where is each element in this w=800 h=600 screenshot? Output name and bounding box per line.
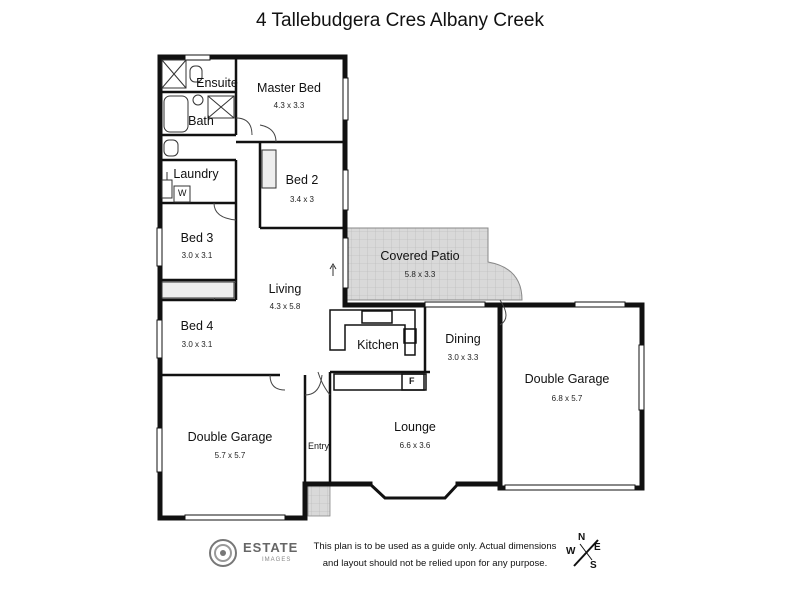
entry-label: Entry [308,441,330,451]
interior-walls [160,57,430,484]
entry-tile [307,483,331,517]
direction-arrow [329,263,337,276]
compass-s: S [590,560,597,571]
master-bed-label: Master Bed [257,81,321,95]
compass-n: N [578,532,586,543]
covered-patio-area [344,227,523,301]
bath-label: Bath [188,114,214,128]
kitchen-bench [329,309,427,391]
plan-title: 4 Tallebudgera Cres Albany Creek [256,10,544,31]
dining-dims: 3.0 x 3.3 [447,353,479,362]
bed4-label: Bed 4 [180,319,214,333]
compass-icon [573,539,599,567]
lounge-label: Lounge [394,420,436,434]
ensuite-label: Ensuite [196,76,238,90]
doors [213,117,507,396]
logo-name: ESTATE [243,540,299,555]
disclaimer-line-1: This plan is to be used as a guide only.… [313,541,557,552]
compass-e: E [594,542,601,553]
double-garage-left-label: Double Garage [187,430,273,444]
logo-sub: IMAGES [262,557,292,563]
living-dims: 4.3 x 5.8 [269,302,301,311]
bed4-dims: 3.0 x 3.1 [181,340,213,349]
double-garage-left-dims: 5.7 x 5.7 [214,451,246,460]
windows [156,54,645,521]
covered-patio-dims: 5.8 x 3.3 [404,270,436,279]
bed2-dims: 3.4 x 3 [289,195,314,204]
disclaimer: This plan is to be used as a guide only.… [290,538,580,572]
double-garage-right-label: Double Garage [524,372,610,386]
double-garage-right-dims: 6.8 x 5.7 [551,394,583,403]
compass: N E W S [566,530,606,575]
washer-label: W [178,188,187,198]
bay-window [368,482,460,500]
bathroom-fixtures [161,59,235,157]
dining-label: Dining [445,332,481,346]
laundry-label: Laundry [173,167,219,181]
covered-patio-label: Covered Patio [380,249,460,263]
disclaimer-line-2: and layout should not be relied upon for… [322,558,548,569]
master-bed-dims: 4.3 x 3.3 [273,101,305,110]
fridge-label: F [409,376,415,386]
bed3-dims: 3.0 x 3.1 [181,251,213,260]
estate-logo-icon [209,539,237,567]
lounge-dims: 6.6 x 3.6 [399,441,431,450]
compass-w: W [566,546,576,557]
built-ins [161,149,277,299]
living-label: Living [268,282,302,296]
kitchen-label: Kitchen [357,338,399,352]
laundry-fixtures [161,172,191,203]
bed2-label: Bed 2 [285,173,319,187]
bed3-label: Bed 3 [180,231,214,245]
